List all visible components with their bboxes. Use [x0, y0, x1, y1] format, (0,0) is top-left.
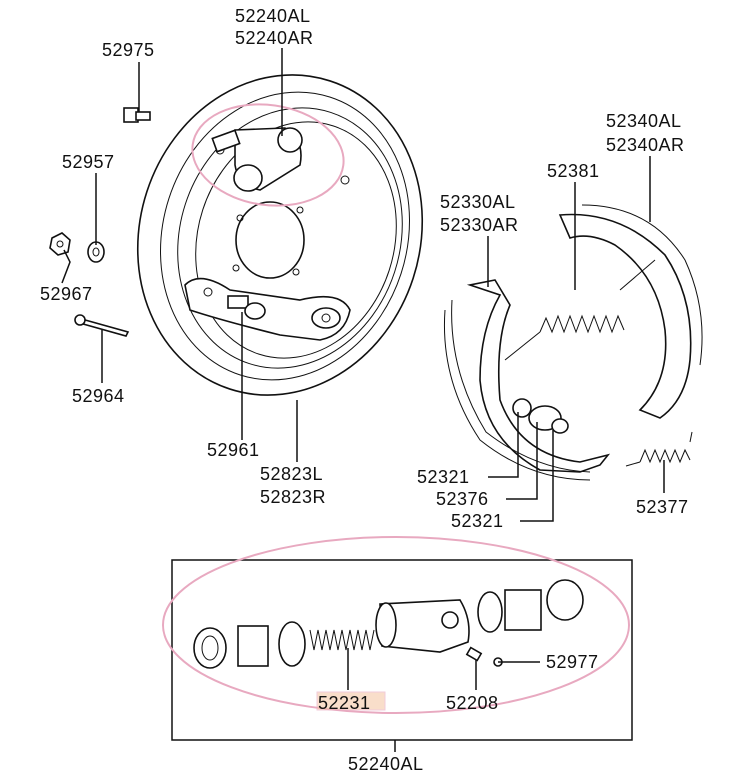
cylinder-body	[375, 599, 470, 653]
label-52381: 52381	[547, 161, 600, 181]
wheel-cylinder-on-plate	[191, 103, 345, 207]
spring-52381	[504, 259, 656, 361]
label-52330AL: 52330AL	[440, 192, 516, 212]
label-52231: 52231	[318, 693, 371, 713]
brake-backing-plate	[136, 74, 424, 396]
label-52208: 52208	[446, 693, 499, 713]
label-52823L: 52823L	[260, 464, 323, 484]
label-52340AR: 52340AR	[606, 135, 685, 155]
exploded-view-highlight-ring	[162, 536, 630, 714]
nut-52967	[49, 232, 71, 256]
label-52977: 52977	[546, 652, 599, 672]
label-52330AR: 52330AR	[440, 215, 519, 235]
piston-right	[477, 579, 584, 633]
leader-lines	[61, 48, 665, 752]
cylinder-spring	[309, 629, 375, 651]
label-52321-a: 52321	[417, 467, 470, 487]
spring-52377	[625, 431, 693, 467]
label-52975: 52975	[102, 40, 155, 60]
pin-52964	[74, 314, 130, 337]
label-52240AL-bottom: 52240AL	[348, 754, 424, 774]
label-52957: 52957	[62, 152, 115, 172]
label-52823R: 52823R	[260, 487, 326, 507]
label-52240AR-top: 52240AR	[235, 28, 314, 48]
label-52377: 52377	[636, 497, 689, 517]
brake-shoe-52330	[443, 279, 611, 481]
label-52961: 52961	[207, 440, 260, 460]
part-52231-highlight-box	[316, 691, 386, 711]
piston-left	[237, 621, 306, 667]
label-52240AL-top: 52240AL	[235, 6, 311, 26]
wheel-cylinder-highlight-ring	[191, 103, 345, 207]
brake-shoe-52340	[558, 204, 703, 419]
label-52964: 52964	[72, 386, 125, 406]
spring-52376	[512, 398, 569, 434]
label-52321-b: 52321	[451, 511, 504, 531]
boot-left	[193, 627, 227, 669]
label-52376: 52376	[436, 489, 489, 509]
label-52340AL: 52340AL	[606, 111, 682, 131]
bolt-52975	[123, 107, 151, 123]
label-52967: 52967	[40, 284, 93, 304]
bleeder-screw	[465, 646, 503, 667]
